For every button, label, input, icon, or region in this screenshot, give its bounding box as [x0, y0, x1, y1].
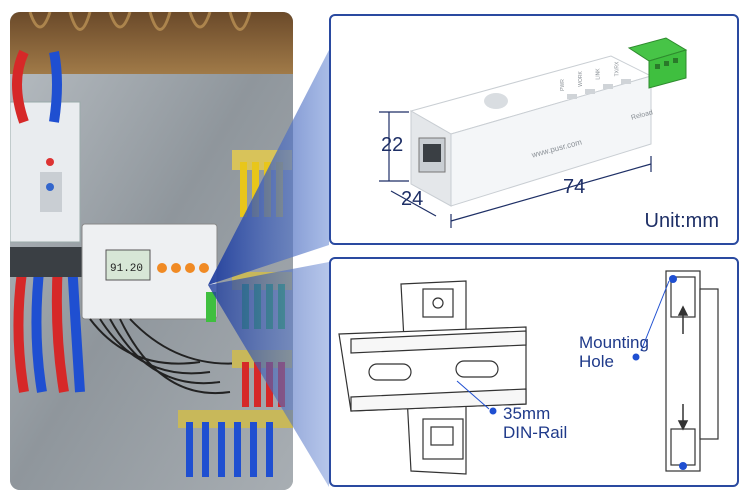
device-illustration	[379, 37, 688, 228]
indicator-label-pwr: PWR	[559, 79, 566, 91]
breaker-switch	[40, 172, 62, 212]
dimension-height: 22	[381, 134, 404, 156]
din-rail-illustration	[338, 270, 719, 475]
rail-label-line1: 35mm	[503, 404, 551, 423]
logo-icon	[484, 93, 508, 109]
dimension-length: 74	[563, 176, 586, 198]
meter-terminal-green	[206, 292, 216, 322]
terminal-block-blue	[178, 410, 293, 477]
indicator-label-work: WORK	[577, 71, 584, 87]
breaker-terminals	[10, 247, 90, 277]
blue-cable	[49, 51, 62, 123]
hole-label-line1: Mounting	[579, 333, 649, 352]
meter-lcd	[105, 249, 151, 281]
indicator-label-link: LINK	[595, 68, 602, 80]
indicator-label-txrx: TX/RX	[614, 61, 621, 77]
rail-label-line2: DIN-Rail	[503, 423, 568, 442]
red-cable	[12, 49, 29, 124]
mounting-hole-bottom	[679, 462, 687, 470]
dimension-depth: 24	[401, 188, 424, 210]
rail-slot-left	[368, 363, 412, 381]
meter-reading: 91.20	[110, 263, 143, 275]
installation-panel: 35mm DIN-Rail Mounting Hole	[329, 257, 739, 487]
mounting-hole-top	[669, 275, 677, 283]
unit-label: Unit:mm	[644, 210, 719, 232]
hole-label-line2: Hole	[579, 352, 614, 371]
dimensions-panel: 22 24 74 www.pusr.com Reload PWR WORK LI…	[329, 14, 739, 245]
device-side-face	[450, 75, 652, 207]
dimension-lines	[379, 111, 652, 228]
rail-slot-right	[455, 360, 499, 378]
